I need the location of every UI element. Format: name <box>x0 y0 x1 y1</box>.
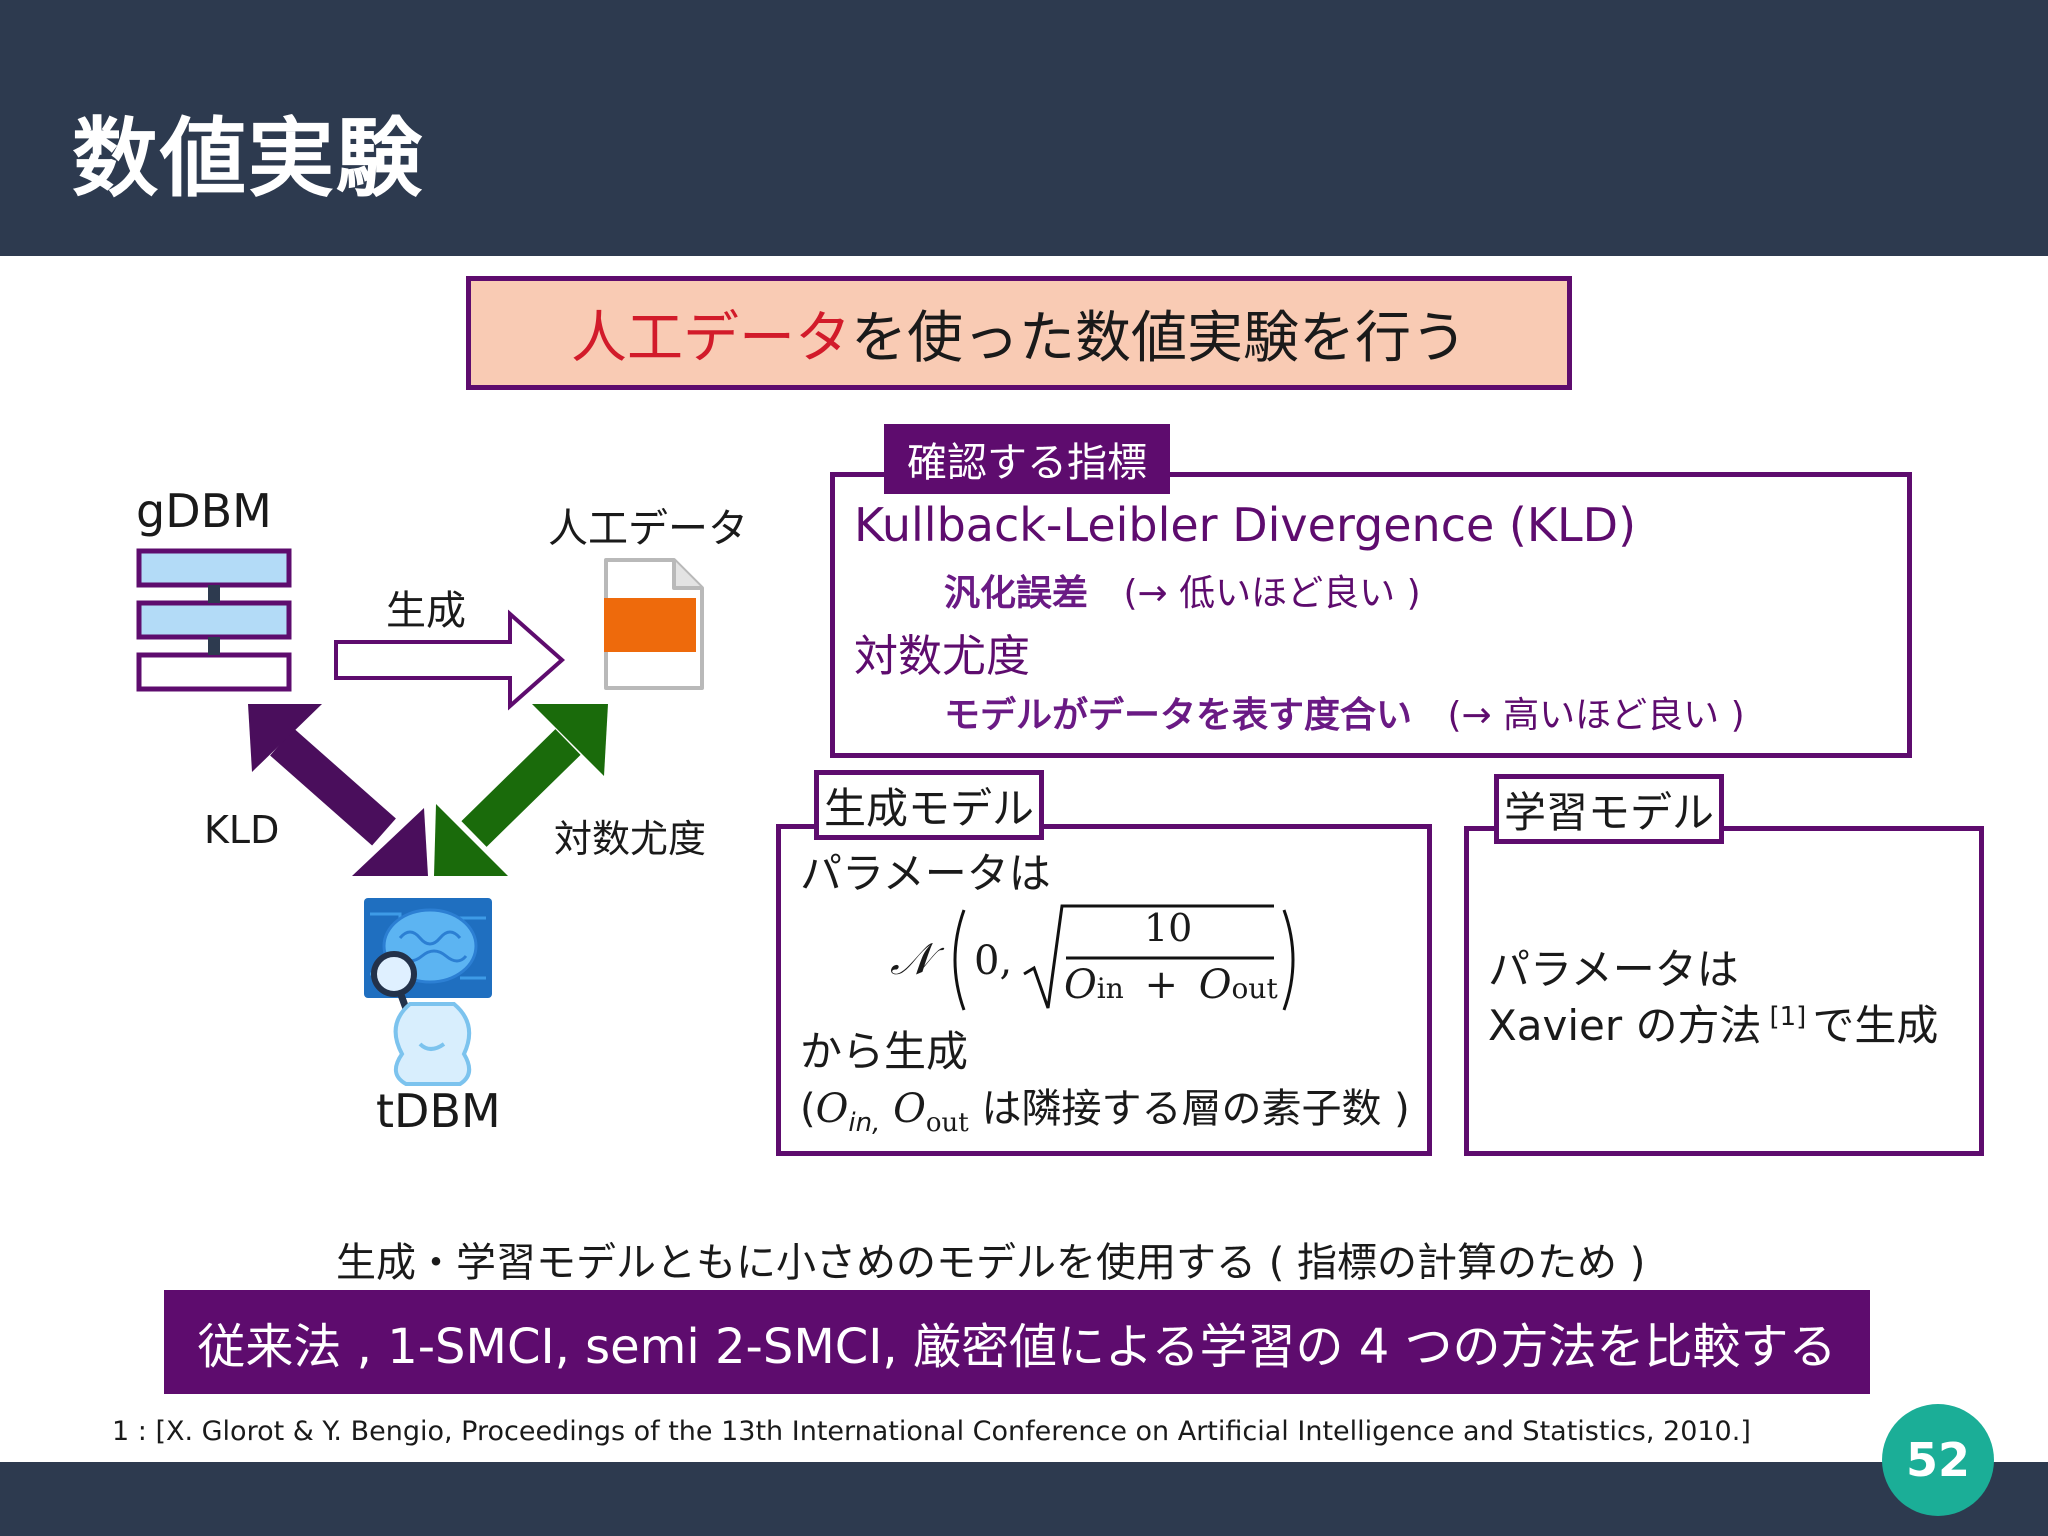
kld-title: Kullback-Leibler Divergence (KLD) <box>854 498 1637 552</box>
formula-o-out: O <box>1198 962 1232 1008</box>
note-in-sub: in, <box>848 1108 881 1138</box>
gdbm-label: gDBM <box>136 484 272 538</box>
main-banner: 人工データを使った数値実験を行う <box>466 276 1572 390</box>
metrics-tab: 確認する指標 <box>884 424 1170 494</box>
learn-model-tab: 学習モデル <box>1494 774 1724 844</box>
slide-title: 数値実験 <box>72 109 424 209</box>
gen-model-line1: パラメータは <box>800 849 1051 898</box>
reference-footnote: 1 : [X. Glorot & Y. Bengio, Proceedings … <box>112 1416 1751 1447</box>
kld-desc-text: 汎化誤差 <box>944 573 1089 614</box>
loglik-label: 対数尤度 <box>554 817 707 861</box>
document-icon <box>604 558 704 690</box>
gdbm-layers-icon <box>136 548 292 692</box>
kld-description: 汎化誤差 (→ 低いほど良い ) <box>944 564 1421 616</box>
xavier-text: Xavier の方法 <box>1488 1001 1762 1050</box>
loglik-title: 対数尤度 <box>854 631 1030 682</box>
loglik-arrow-icon <box>434 704 608 876</box>
kld-note: (→ 低いほど良い ) <box>1123 573 1421 614</box>
gen-model-tab: 生成モデル <box>814 770 1044 840</box>
formula-out-sub: out <box>1231 972 1278 1005</box>
metrics-box <box>830 472 1912 758</box>
learn-model-box <box>1464 826 1984 1156</box>
generate-arrow-icon <box>334 609 566 711</box>
generate-text: で生成 <box>1812 1001 1939 1050</box>
slide-footer <box>0 1462 2048 1536</box>
note-o-out: O <box>893 1086 926 1132</box>
formula-denominator: Oin + Oout <box>1064 962 1278 1008</box>
formula-normal: 𝒩 <box>890 934 933 985</box>
generate-label: 生成 <box>386 588 466 634</box>
learn-model-line1: パラメータは <box>1488 945 1739 994</box>
comparison-banner: 従来法 , 1-SMCI, semi 2-SMCI, 厳密値による学習の 4 つ… <box>164 1290 1870 1394</box>
kld-arrow-icon <box>248 704 428 876</box>
loglik-description: モデルがデータを表す度合い (→ 高いほど良い ) <box>944 686 1745 738</box>
gen-model-box <box>776 824 1432 1156</box>
banner-highlight: 人工データ <box>571 305 851 371</box>
formula-numerator: 10 <box>1144 906 1193 950</box>
model-size-note: 生成・学習モデルともに小さめのモデルを使用する ( 指標の計算のため ) <box>336 1240 1646 1286</box>
formula-o-in: O <box>1064 962 1097 1008</box>
tdbm-label: tDBM <box>376 1084 501 1138</box>
loglik-desc-text: モデルがデータを表す度合い <box>944 695 1413 736</box>
slide-header <box>0 0 2048 256</box>
learn-model-line2: Xavier の方法[1]で生成 <box>1488 992 1938 1053</box>
formula-plus: + <box>1144 962 1179 1008</box>
note-open: ( <box>800 1086 816 1132</box>
formula-zero: 0, <box>974 938 1013 984</box>
note-out-sub: out <box>925 1108 969 1138</box>
brain-robot-icon <box>364 898 492 1086</box>
loglik-note: (→ 高いほど良い ) <box>1447 695 1745 736</box>
formula-in-sub: in <box>1096 972 1124 1005</box>
formula-brackets <box>953 904 1295 1011</box>
xavier-ref: [1] <box>1769 1002 1807 1032</box>
kld-label: KLD <box>204 808 280 852</box>
gen-model-line2: から生成 <box>800 1027 969 1076</box>
note-o-in: O <box>815 1086 849 1132</box>
gen-model-note: (Oin, Oout は隣接する層の素子数 ) <box>800 1076 1410 1138</box>
note-rest: は隣接する層の素子数 ) <box>981 1086 1410 1132</box>
artificial-data-label: 人工データ <box>548 506 748 552</box>
page-number-badge: 52 <box>1882 1404 1994 1516</box>
banner-text: を使った数値実験を行う <box>851 305 1467 371</box>
